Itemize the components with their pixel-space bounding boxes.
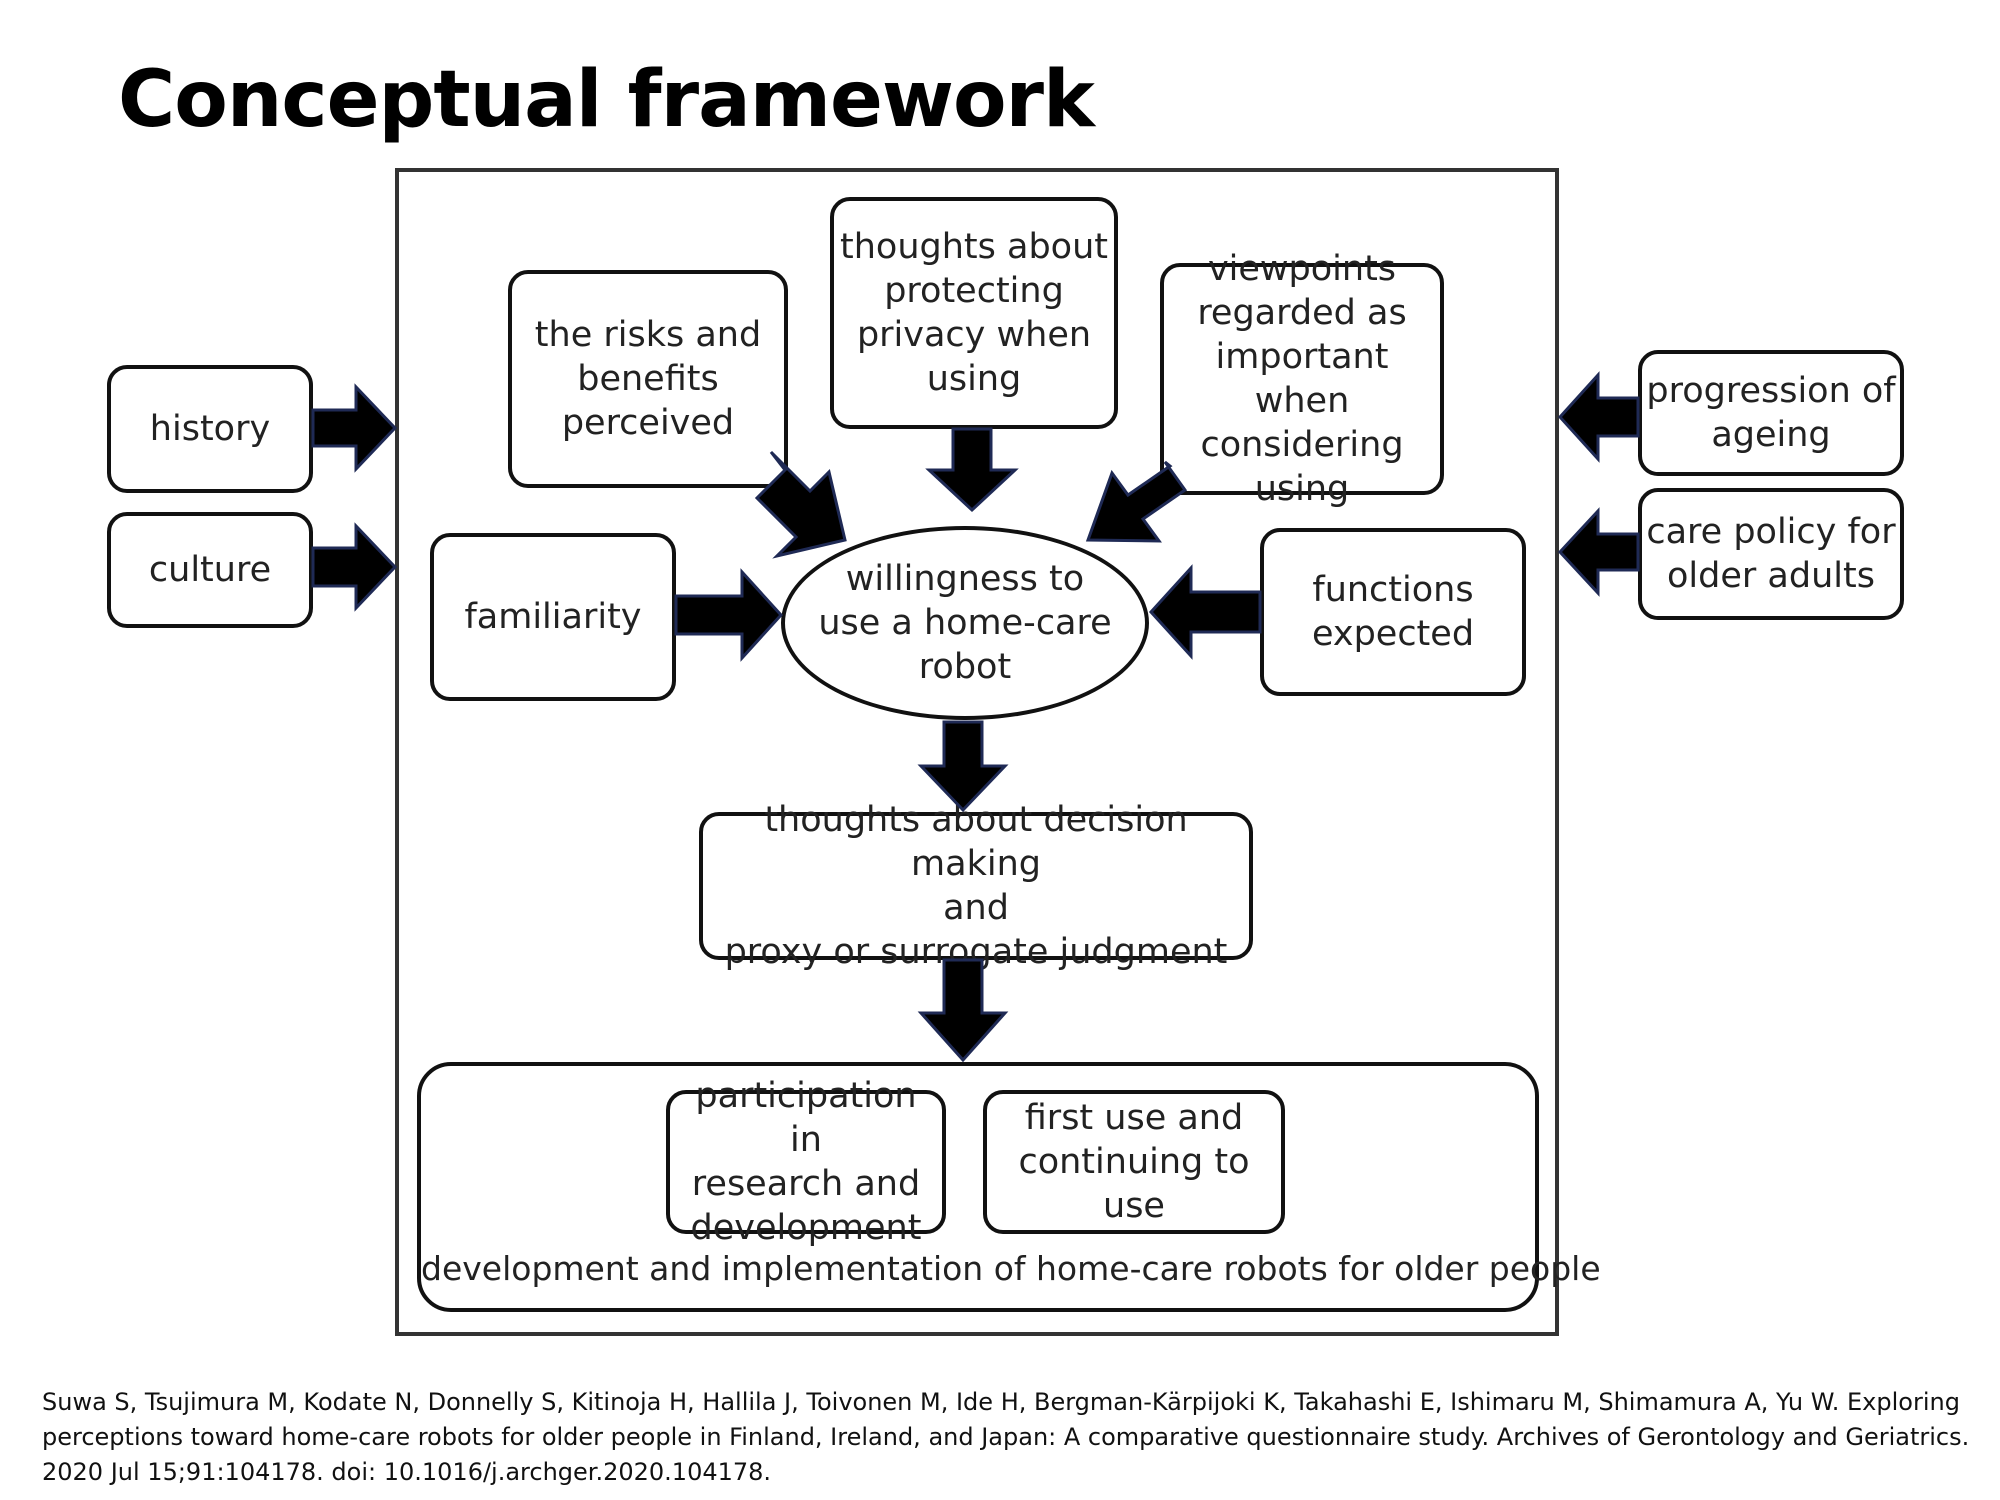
culture-box: culture — [107, 512, 313, 628]
progression-of-ageing-box: progression of ageing — [1638, 350, 1904, 476]
care-policy-box: care policy for older adults — [1638, 488, 1904, 620]
history-box: history — [107, 365, 313, 493]
arrow-familiarity — [674, 568, 784, 662]
willingness-oval: willingness to use a home-care robot — [781, 526, 1149, 720]
viewpoints-box: viewpoints regarded as important when co… — [1160, 249, 1444, 509]
familiarity-box: familiarity — [430, 533, 676, 701]
functions-expected-box: functions expected — [1260, 528, 1526, 696]
arrow-functions — [1148, 564, 1262, 660]
privacy-box: thoughts about protecting privacy when u… — [830, 197, 1118, 429]
outcome-container: development and implementation of home-c… — [417, 1062, 1601, 1312]
arrow-viewpoints — [1085, 460, 1188, 543]
risks-benefits-box: the risks and benefits perceived — [508, 270, 788, 488]
arrow-risks — [754, 450, 847, 559]
arrow-decision-down — [917, 958, 1009, 1063]
arrow-history — [311, 383, 398, 473]
framework-frame — [395, 168, 1559, 1336]
arrow-care-policy — [1557, 507, 1640, 597]
arrow-privacy — [925, 427, 1019, 513]
arrow-progression — [1557, 371, 1640, 463]
arrow-center-down — [917, 720, 1009, 813]
first-use-box: first use and continuing to use — [983, 1090, 1285, 1234]
citation: Suwa S, Tsujimura M, Kodate N, Donnelly … — [42, 1388, 1970, 1486]
outcome-label: development and implementation of home-c… — [421, 1249, 1601, 1288]
slide-title: Conceptual framework — [118, 55, 1095, 145]
arrow-culture — [311, 522, 398, 612]
